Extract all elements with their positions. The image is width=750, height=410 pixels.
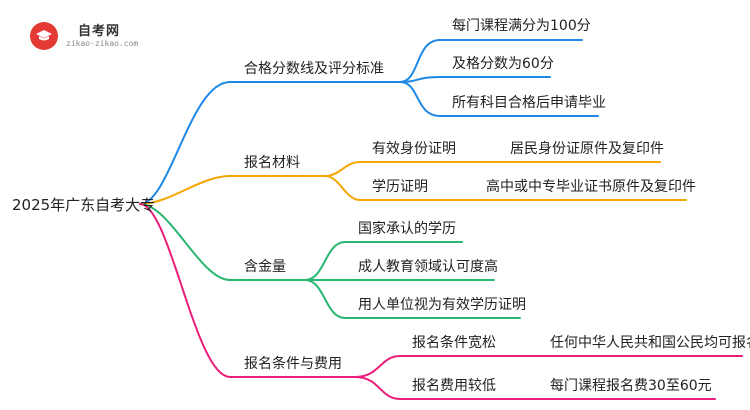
leaf-national-recognition: 国家承认的学历	[358, 221, 456, 237]
connector-b3-i3	[304, 279, 521, 319]
connector-b1	[139, 81, 401, 205]
logo-url: zikao-zikao.com	[66, 39, 139, 48]
leaf-easy-conditions: 报名条件宽松	[412, 335, 496, 351]
connector-b2-i2	[324, 175, 436, 201]
leaf-edu-detail: 高中或中专毕业证书原件及复印件	[486, 179, 696, 195]
connector-b4	[139, 203, 356, 378]
leaf-fee-detail: 每门课程报名费30至60元	[550, 378, 712, 394]
connector-b1-i1	[399, 39, 583, 83]
branch-label-conditions-fees: 报名条件与费用	[244, 356, 342, 372]
leaf-id-proof: 有效身份证明	[372, 141, 456, 157]
branch-label-materials: 报名材料	[244, 155, 300, 171]
leaf-graduation: 所有科目合格后申请毕业	[452, 95, 606, 111]
connector-b3	[139, 203, 306, 281]
leaf-low-fees: 报名费用较低	[412, 378, 496, 394]
leaf-conditions-detail: 任何中华人民共和国公民均可报名	[550, 335, 750, 351]
connector-b1-i2	[399, 76, 551, 83]
leaf-adult-edu: 成人教育领域认可度高	[358, 259, 498, 275]
connector-b3-i1	[304, 241, 463, 281]
leaf-edu-proof: 学历证明	[372, 179, 428, 195]
leaf-full-score: 每门课程满分为100分	[452, 18, 591, 34]
logo-name: 自考网	[78, 24, 121, 39]
branch-label-scoring: 合格分数线及评分标准	[244, 61, 384, 77]
connector-b1-i3	[399, 81, 599, 117]
connector-b2-i1	[324, 161, 461, 177]
root-topic: 2025年广东自考大专	[12, 196, 156, 214]
leaf-pass-score: 及格分数为60分	[452, 56, 554, 72]
connector-b4-i1	[354, 355, 511, 378]
connector-b4-i2	[354, 376, 501, 400]
branch-label-value: 含金量	[244, 259, 286, 275]
site-logo[interactable]: 自考网 zikao-zikao.com	[30, 20, 180, 54]
leaf-id-detail: 居民身份证原件及复印件	[510, 141, 664, 157]
connector-b2	[139, 175, 326, 205]
leaf-employer-recognition: 用人单位视为有效学历证明	[358, 297, 526, 313]
graduation-cap-icon	[30, 22, 58, 50]
